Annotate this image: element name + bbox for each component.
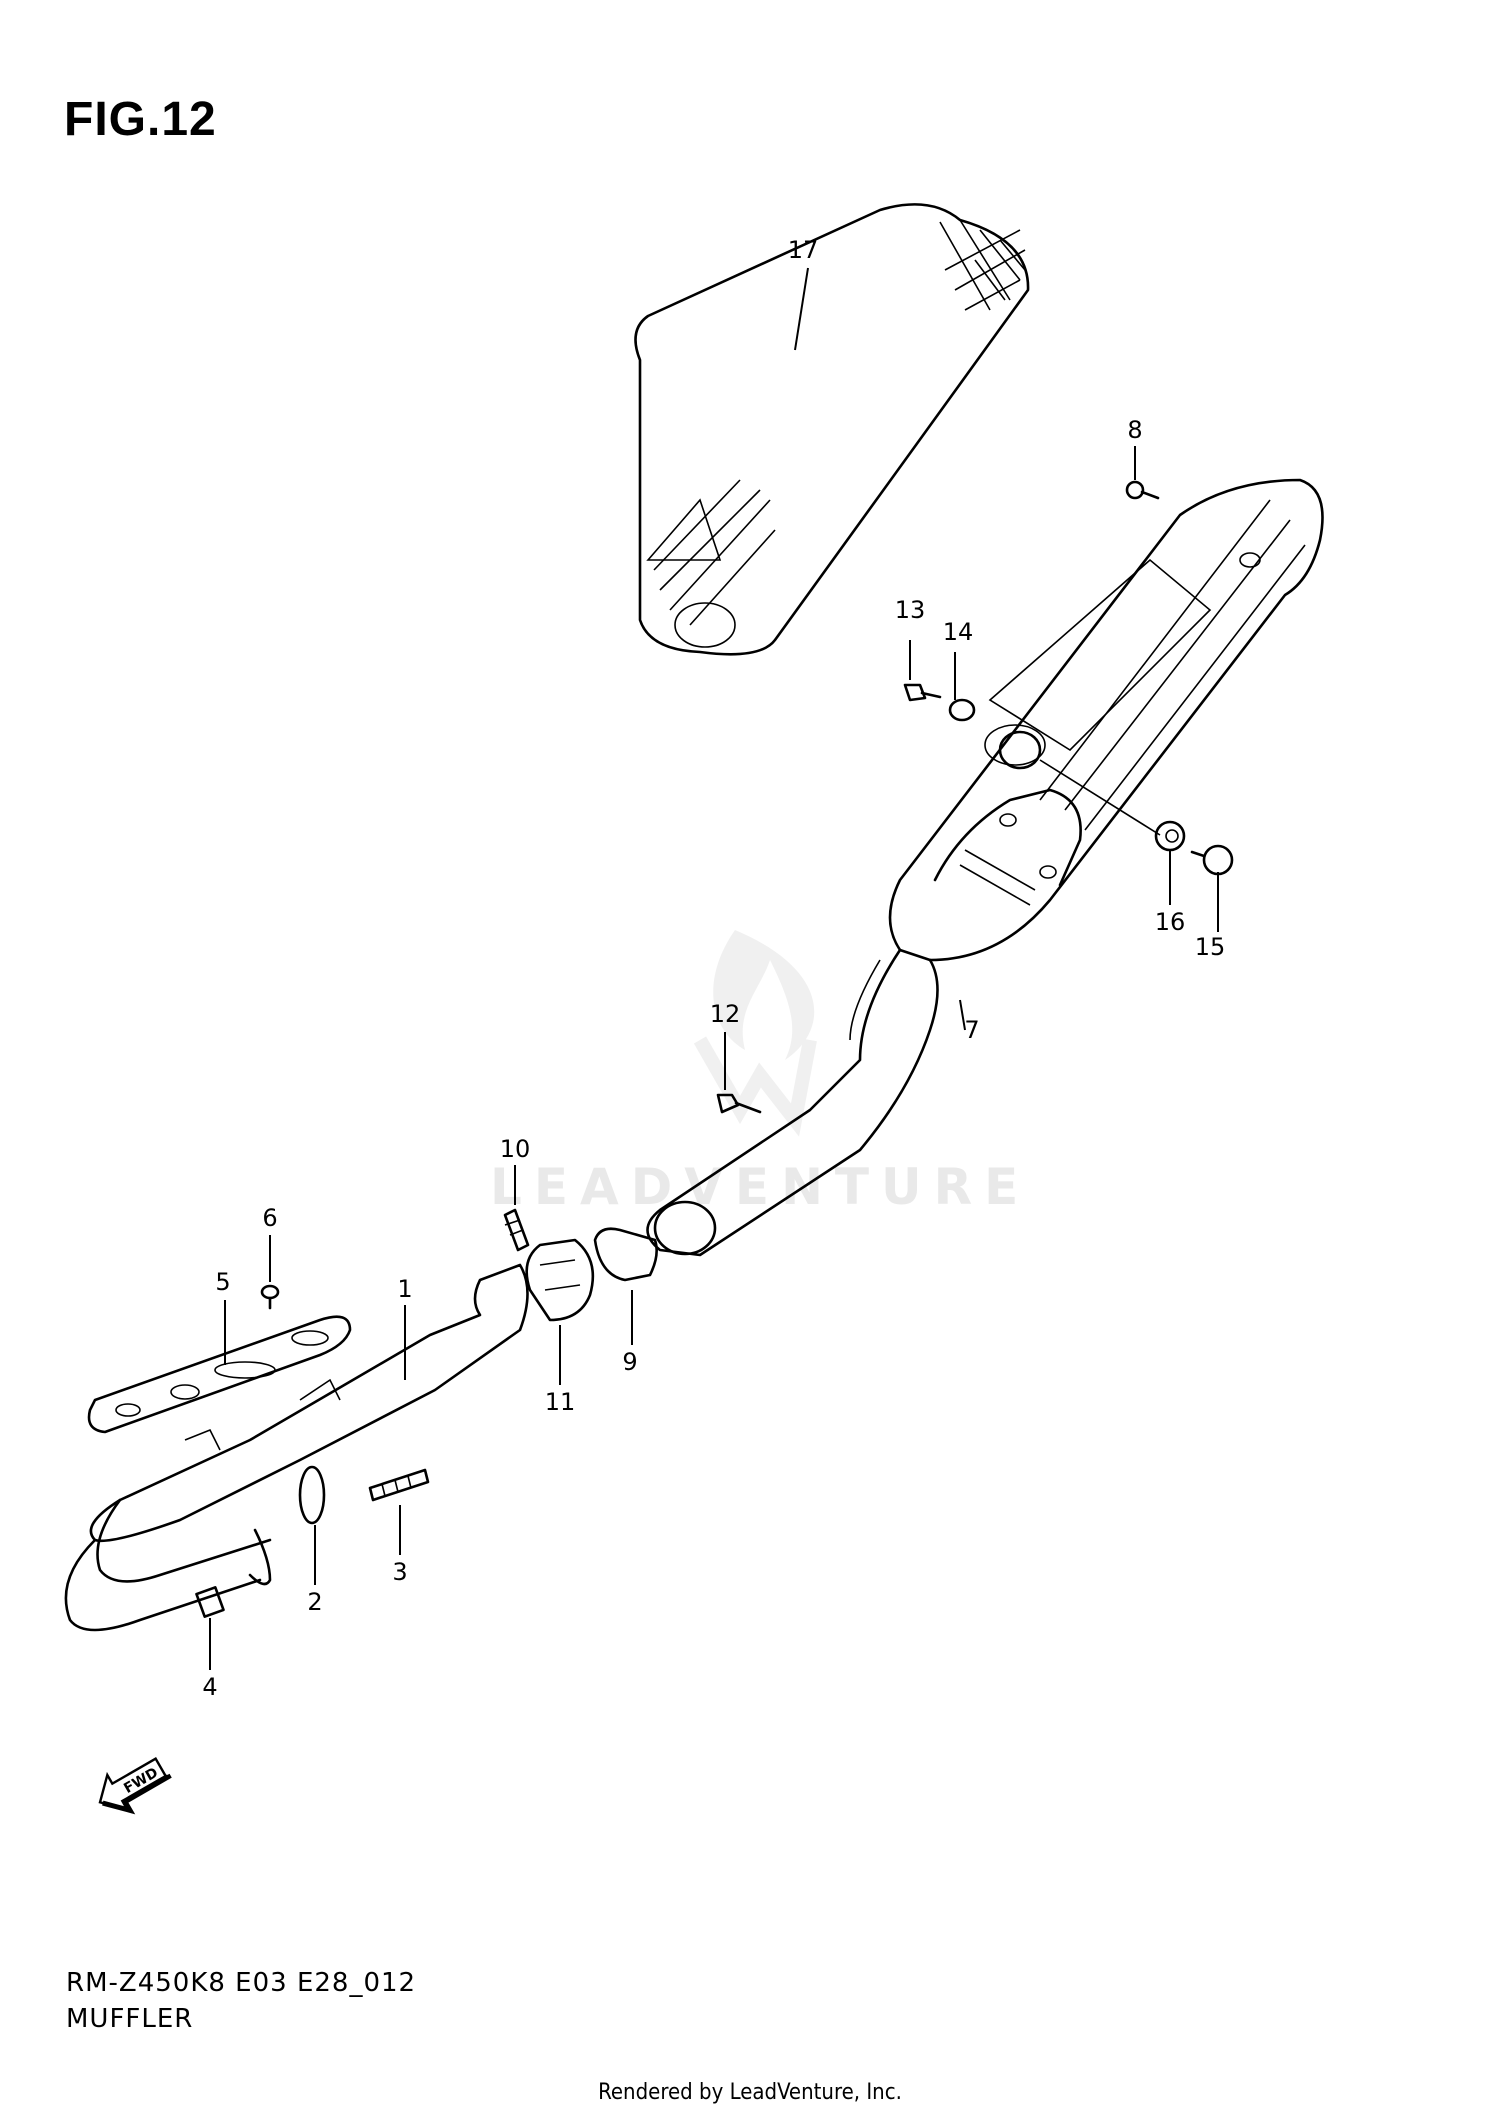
muffler-protector bbox=[634, 203, 1030, 656]
grommet bbox=[1154, 820, 1186, 852]
callout-4: 4 bbox=[202, 1673, 217, 1701]
watermark: LEADVENTURE bbox=[490, 1158, 1031, 1216]
figure-title: FIG.12 bbox=[64, 93, 217, 146]
section-name: MUFFLER bbox=[66, 2004, 194, 2034]
bolt-8 bbox=[1125, 480, 1160, 500]
bolt-6 bbox=[260, 1284, 280, 1310]
callout-6: 6 bbox=[262, 1204, 277, 1232]
clamp bbox=[525, 1238, 595, 1322]
callout-13: 13 bbox=[895, 596, 926, 624]
callout-14: 14 bbox=[943, 618, 974, 646]
footer-credit: Rendered by LeadVenture, Inc. bbox=[598, 2080, 902, 2105]
washer bbox=[948, 698, 976, 722]
callout-1: 1 bbox=[397, 1275, 412, 1303]
callout-16: 16 bbox=[1155, 908, 1186, 936]
bolt-13 bbox=[903, 683, 942, 702]
collar-bolt bbox=[1190, 844, 1234, 876]
callout-7: 7 bbox=[964, 1016, 979, 1044]
exhaust-pipe bbox=[64, 1263, 529, 1632]
callout-15: 15 bbox=[1195, 933, 1226, 961]
callout-10: 10 bbox=[500, 1135, 531, 1163]
callout-5: 5 bbox=[215, 1268, 230, 1296]
bolt-12 bbox=[716, 1093, 762, 1114]
callout-11: 11 bbox=[545, 1388, 576, 1416]
fwd-arrow-icon: FWD bbox=[98, 1757, 172, 1815]
callout-12: 12 bbox=[710, 1000, 741, 1028]
leader-lines bbox=[209, 267, 1219, 1670]
callout-8: 8 bbox=[1127, 416, 1142, 444]
callout-9: 9 bbox=[622, 1348, 637, 1376]
muffler-silencer bbox=[646, 478, 1324, 1257]
callout-17: 17 bbox=[788, 236, 819, 264]
callout-3: 3 bbox=[392, 1558, 407, 1586]
mount-boss bbox=[998, 730, 1042, 770]
nut bbox=[195, 1586, 225, 1618]
bolt-10 bbox=[503, 1208, 530, 1252]
gasket bbox=[298, 1465, 326, 1525]
mount-axis-line bbox=[1039, 759, 1161, 836]
callout-2: 2 bbox=[307, 1588, 322, 1616]
heat-shield bbox=[87, 1315, 352, 1434]
seal-ring bbox=[593, 1227, 658, 1282]
model-code: RM-Z450K8 E03 E28_012 bbox=[66, 1968, 417, 1998]
stud-bolt bbox=[368, 1468, 430, 1502]
watermark-logo-icon bbox=[693, 930, 817, 1137]
callout-labels: 17 8 13 14 16 15 7 12 10 6 5 1 9 11 2 3 … bbox=[202, 236, 1225, 1701]
